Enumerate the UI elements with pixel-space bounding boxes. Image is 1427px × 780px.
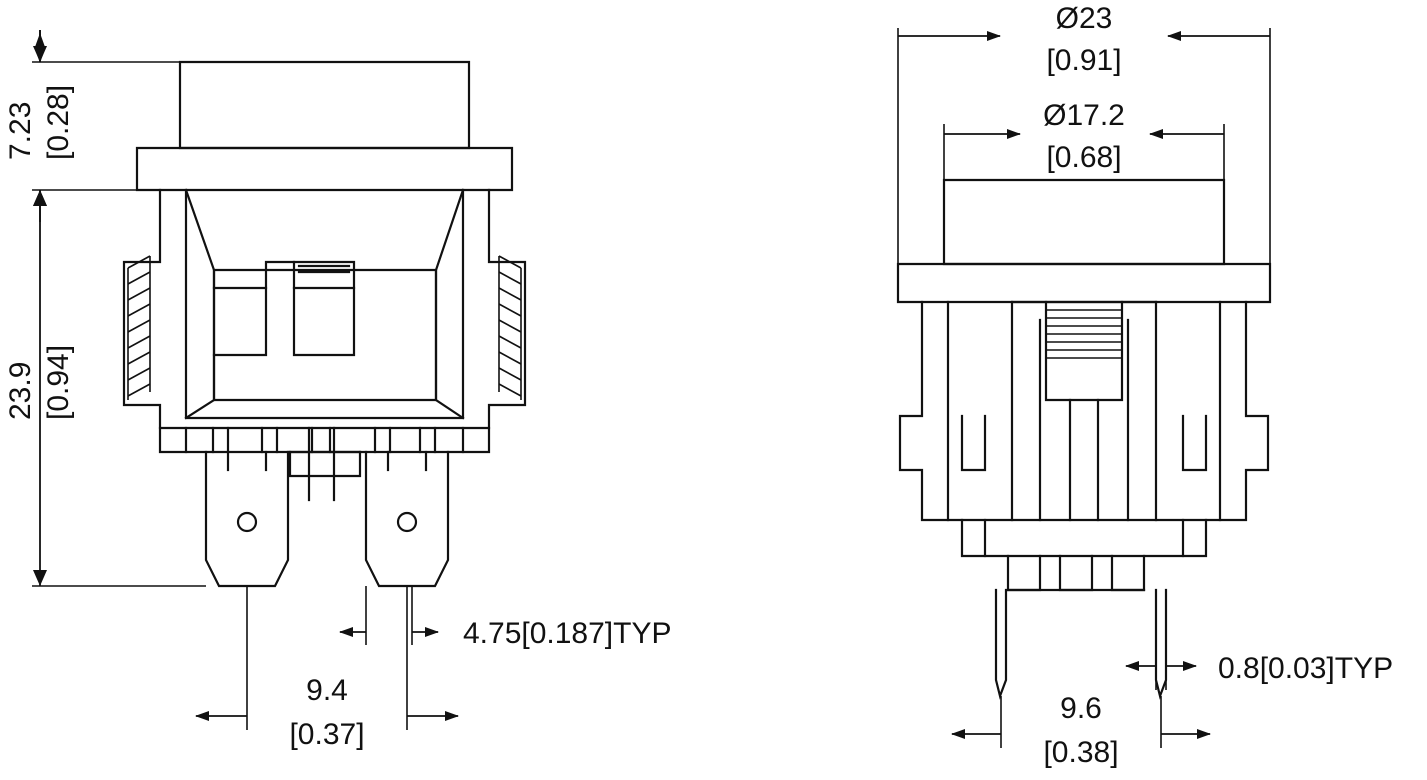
front-view-geometry xyxy=(122,60,527,588)
dim-front-height-body-alt: [0.94] xyxy=(42,345,75,420)
side-view-dimensions: Ø23 [0.91] Ø17.2 [0.68] 0.8[0.03]TYP 9.6… xyxy=(897,2,1393,769)
dim-front-terminal-width: 4.75[0.187]TYP xyxy=(463,617,671,650)
dim-front-height-cap-value: 7.23 xyxy=(4,102,37,160)
left-serration xyxy=(127,255,151,400)
dim-front-height-body-value: 23.9 xyxy=(4,362,37,420)
right-serration xyxy=(498,255,522,400)
side-view-geometry xyxy=(896,178,1272,700)
dim-side-inner-diameter-alt: [0.68] xyxy=(1046,141,1121,174)
dim-front-height-cap-alt: [0.28] xyxy=(42,85,75,160)
dim-side-outer-diameter-value: Ø23 xyxy=(1056,2,1113,35)
dim-side-pin-pitch-alt: [0.38] xyxy=(1043,736,1118,769)
dim-front-terminal-pitch-value: 9.4 xyxy=(306,674,348,707)
front-view-dimensions: 7.23 [0.28] 23.9 [0.94] 4.75[0.187]TYP 9… xyxy=(4,30,671,751)
dim-side-pin-thickness: 0.8[0.03]TYP xyxy=(1218,652,1393,685)
dim-side-pin-pitch-value: 9.6 xyxy=(1060,692,1102,725)
dim-side-outer-diameter-alt: [0.91] xyxy=(1046,44,1121,77)
dim-side-inner-diameter-value: Ø17.2 xyxy=(1043,99,1125,132)
side-plunger-knurl xyxy=(1046,309,1122,359)
dim-front-terminal-pitch-alt: [0.37] xyxy=(289,718,364,751)
